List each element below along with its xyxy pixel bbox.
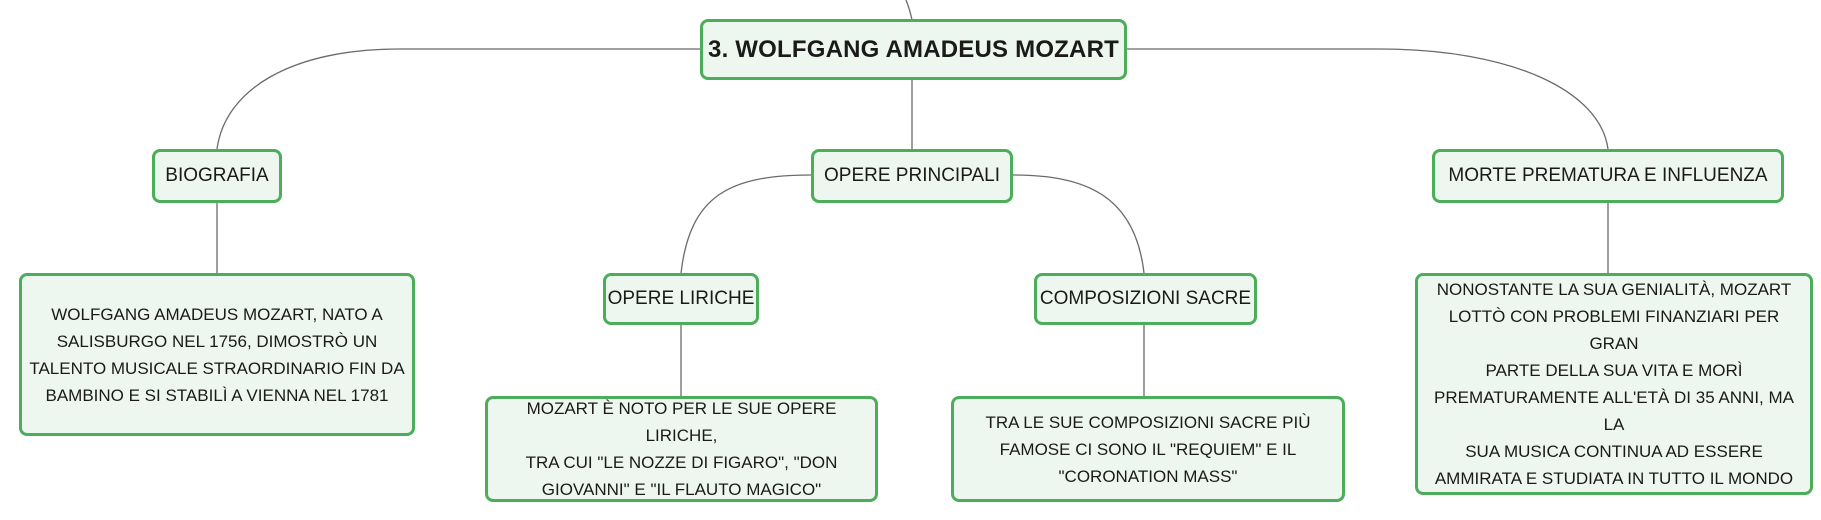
leaf-node-composizioni-sacre-text[interactable]: TRA LE SUE COMPOSIZIONI SACRE PIÙ FAMOSE… <box>951 396 1345 502</box>
leaf-node-opere-liriche-text[interactable]: MOZART È NOTO PER LE SUE OPERE LIRICHE, … <box>485 396 878 502</box>
leaf-node-biografia-text[interactable]: WOLFGANG AMADEUS MOZART, NATO A SALISBUR… <box>19 273 415 436</box>
leaf-line: FAMOSE CI SONO IL "REQUIEM" E IL <box>999 439 1297 459</box>
connector-root-to-morte <box>1127 48 1609 150</box>
leaf-line: PARTE DELLA SUA VITA E MORÌ <box>1485 361 1743 380</box>
branch-node-biografia[interactable]: BIOGRAFIA <box>152 149 282 203</box>
subbranch-node-opere-liriche[interactable]: OPERE LIRICHE <box>603 273 759 325</box>
leaf-node-morte-prematura-text[interactable]: NONOSTANTE LA SUA GENIALITÀ, MOZART LOTT… <box>1415 273 1813 495</box>
leaf-line: PREMATURAMENTE ALL'ETÀ DI 35 ANNI, MA LA <box>1433 388 1794 434</box>
leaf-line: WOLFGANG AMADEUS MOZART, NATO A <box>51 304 383 324</box>
connector-opere-to-liriche <box>680 174 812 274</box>
leaf-line: TRA LE SUE COMPOSIZIONI SACRE PIÙ <box>985 412 1311 432</box>
subbranch-label: COMPOSIZIONI SACRE <box>1039 288 1252 309</box>
leaf-line: BAMBINO E SI STABILÌ A VIENNA NEL 1781 <box>45 385 389 405</box>
subbranch-label: OPERE LIRICHE <box>607 288 755 309</box>
leaf-line: TALENTO MUSICALE STRAORDINARIO FIN DA <box>29 358 405 378</box>
leaf-line: MOZART È NOTO PER LE SUE OPERE LIRICHE, <box>526 399 837 445</box>
branch-node-opere-principali[interactable]: OPERE PRINCIPALI <box>811 149 1013 203</box>
leaf-line: AMMIRATA E STUDIATA IN TUTTO IL MONDO <box>1434 469 1794 488</box>
leaf-line: SALISBURGO NEL 1756, DIMOSTRÒ UN <box>56 331 378 351</box>
connector-opere-to-sacre <box>1012 174 1145 274</box>
leaf-line: LOTTÒ CON PROBLEMI FINANZIARI PER GRAN <box>1448 307 1780 353</box>
root-node[interactable]: 3. WOLFGANG AMADEUS MOZART <box>700 19 1127 80</box>
subbranch-node-composizioni-sacre[interactable]: COMPOSIZIONI SACRE <box>1034 273 1257 325</box>
branch-label: MORTE PREMATURA E INFLUENZA <box>1448 165 1768 186</box>
root-title: 3. WOLFGANG AMADEUS MOZART <box>708 35 1119 63</box>
leaf-line: "CORONATION MASS" <box>1058 466 1238 486</box>
leaf-line: TRA CUI "LE NOZZE DI FIGARO", "DON <box>525 453 838 472</box>
leaf-line: GIOVANNI" E "IL FLAUTO MAGICO" <box>541 480 822 499</box>
branch-label: OPERE PRINCIPALI <box>824 165 1000 186</box>
leaf-text: NONOSTANTE LA SUA GENIALITÀ, MOZART LOTT… <box>1424 276 1804 492</box>
leaf-text: MOZART È NOTO PER LE SUE OPERE LIRICHE, … <box>494 395 869 503</box>
connector-parent-to-root <box>905 0 913 21</box>
leaf-text: TRA LE SUE COMPOSIZIONI SACRE PIÙ FAMOSE… <box>986 409 1311 490</box>
connector-root-to-biografia <box>216 48 700 150</box>
branch-node-morte-prematura[interactable]: MORTE PREMATURA E INFLUENZA <box>1432 149 1784 203</box>
leaf-line: NONOSTANTE LA SUA GENIALITÀ, MOZART <box>1436 280 1792 299</box>
leaf-text: WOLFGANG AMADEUS MOZART, NATO A SALISBUR… <box>29 301 404 409</box>
leaf-line: SUA MUSICA CONTINUA AD ESSERE <box>1465 442 1763 461</box>
branch-label: BIOGRAFIA <box>165 165 269 186</box>
